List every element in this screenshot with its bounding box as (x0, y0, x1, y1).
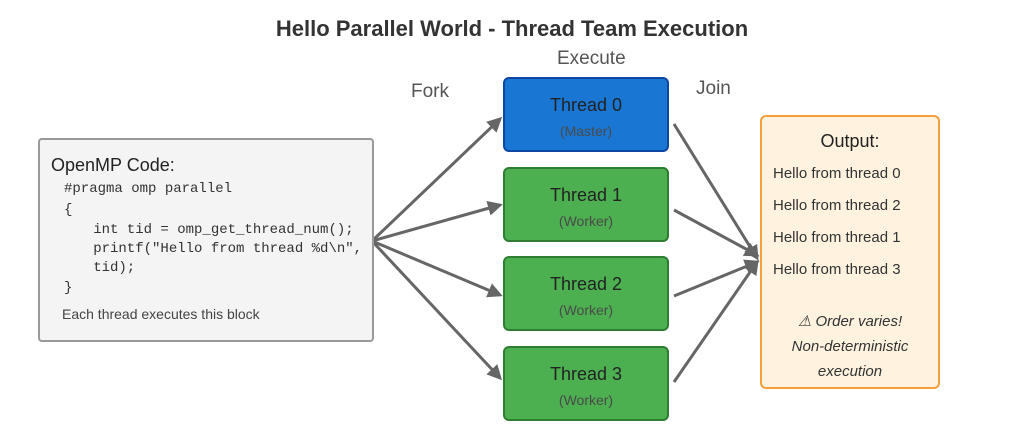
diagram-title: Hello Parallel World - Thread Team Execu… (275, 16, 749, 41)
code-line: printf("Hello from thread %d\n", (68, 241, 363, 257)
thread-role: (Worker) (558, 392, 614, 408)
thread-name: Thread 1 (549, 185, 623, 205)
thread-name: Thread 0 (549, 95, 623, 115)
join-arrow-3 (672, 259, 759, 383)
thread-role: (Worker) (558, 302, 614, 318)
code-line: tid); (68, 260, 136, 276)
order-warning: execution (817, 363, 883, 380)
join-arrow-1 (673, 208, 760, 257)
thread-0-box: Thread 0 (Master) (503, 77, 669, 152)
output-panel (760, 115, 940, 389)
fork-arrow-1 (371, 201, 503, 243)
join-label: Join (696, 78, 731, 99)
code-line: } (64, 280, 73, 296)
thread-role: (Worker) (558, 213, 614, 229)
execute-label: Execute (557, 48, 626, 69)
order-warning: ⚠ Order varies! (797, 313, 903, 330)
code-line: int tid = omp_get_thread_num(); (68, 222, 354, 238)
output-line: Hello from thread 3 (773, 261, 901, 278)
thread-name: Thread 3 (549, 364, 623, 384)
output-title: Output: (820, 131, 880, 151)
fork-arrow-2 (371, 239, 503, 298)
thread-role: (Master) (559, 123, 613, 139)
code-line: { (64, 202, 73, 218)
code-line: #pragma omp parallel (64, 181, 233, 197)
thread-2-box: Thread 2 (Worker) (503, 256, 669, 331)
join-arrow-2 (673, 259, 760, 298)
order-warning: Non-deterministic (791, 338, 909, 355)
thread-1-box: Thread 1 (Worker) (503, 167, 669, 242)
join-arrow-0 (672, 123, 759, 261)
output-line: Hello from thread 1 (773, 229, 901, 246)
fork-arrow-3 (370, 239, 503, 381)
output-line: Hello from thread 0 (773, 165, 901, 182)
output-line: Hello from thread 2 (773, 197, 901, 214)
code-panel (38, 138, 374, 342)
thread-name: Thread 2 (549, 274, 623, 294)
fork-label: Fork (411, 81, 449, 102)
thread-3-box: Thread 3 (Worker) (503, 346, 669, 421)
code-title: OpenMP Code: (51, 155, 175, 175)
code-note: Each thread executes this block (62, 306, 260, 322)
fork-arrow-0 (370, 116, 503, 243)
